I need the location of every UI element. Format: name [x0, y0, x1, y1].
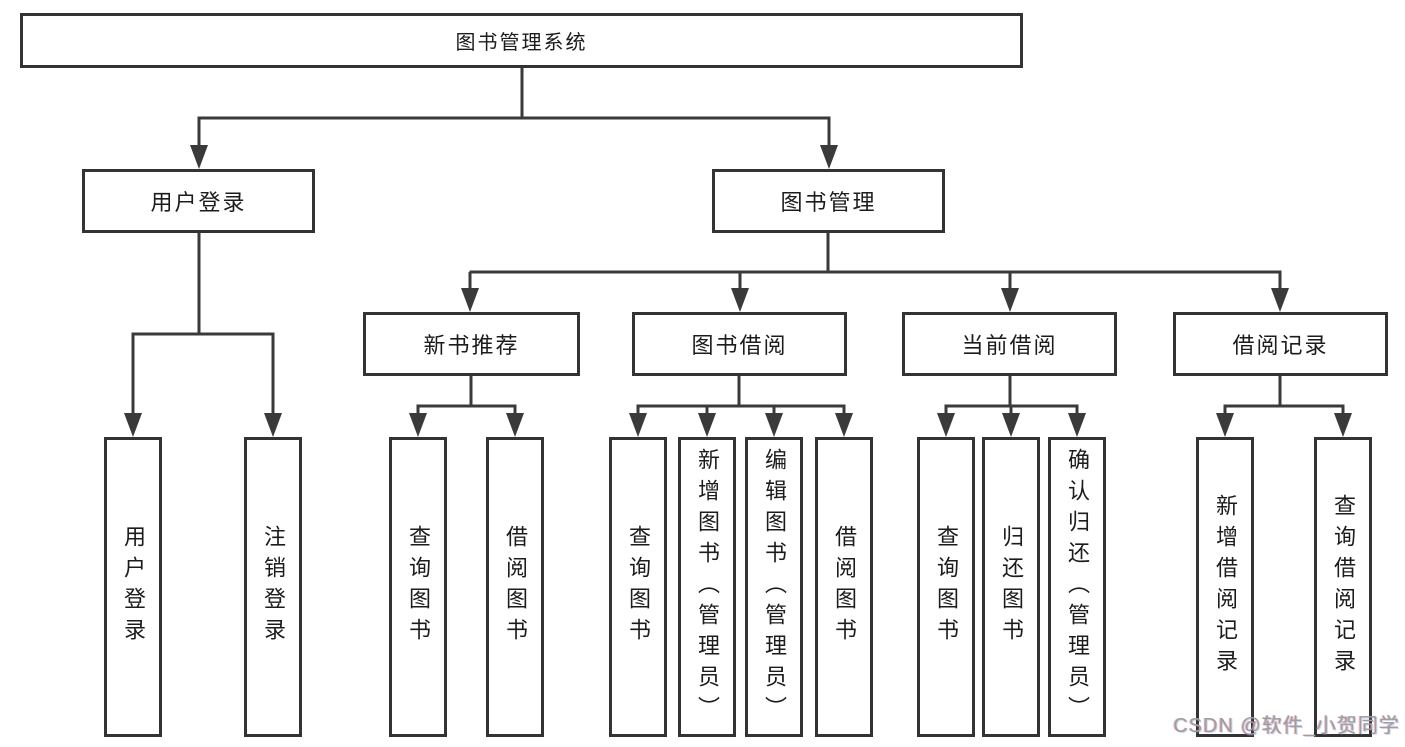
node-label: 归还图书 [999, 525, 1024, 649]
node-label: 编辑图书（管理员） [762, 447, 787, 727]
leaf-borrow-books: 借阅图书 [815, 437, 873, 737]
leaf-return-books: 归还图书 [982, 437, 1040, 737]
node-label: 新增图书（管理员） [695, 447, 720, 727]
node-user-login: 用户登录 [82, 169, 315, 233]
node-label: 新增借阅记录 [1213, 494, 1238, 680]
leaf-user-login: 用户登录 [104, 437, 162, 737]
node-label: 新书推荐 [423, 333, 520, 358]
node-label: 确认归还（管理员） [1065, 447, 1090, 727]
node-label: 查询图书 [406, 525, 431, 649]
node-label: 用户登录 [121, 525, 146, 649]
node-label: 当前借阅 [961, 333, 1058, 358]
node-label: 借阅记录 [1232, 333, 1329, 358]
node-label: 图书管理系统 [455, 32, 588, 54]
leaf-recommend-borrow-books: 借阅图书 [486, 437, 544, 737]
leaf-add-borrow-record: 新增借阅记录 [1196, 437, 1254, 737]
node-label: 注销登录 [261, 525, 286, 649]
leaf-confirm-return-admin: 确认归还（管理员） [1048, 437, 1106, 737]
node-label: 借阅图书 [503, 525, 528, 649]
leaf-recommend-query-books: 查询图书 [389, 437, 447, 737]
node-label: 查询借阅记录 [1331, 494, 1356, 680]
leaf-borrow-query-books: 查询图书 [609, 437, 667, 737]
node-label: 图书借阅 [691, 333, 788, 358]
node-book-borrowing: 图书借阅 [632, 312, 847, 376]
node-label: 查询图书 [934, 525, 959, 649]
node-new-book-recommend: 新书推荐 [363, 312, 580, 376]
node-current-borrowing: 当前借阅 [902, 312, 1117, 376]
leaf-current-query-books: 查询图书 [917, 437, 975, 737]
node-book-management: 图书管理 [712, 169, 945, 233]
arrowheads [124, 145, 1352, 437]
leaf-add-books-admin: 新增图书（管理员） [678, 437, 736, 737]
node-label: 查询图书 [626, 525, 651, 649]
node-borrowing-records: 借阅记录 [1173, 312, 1388, 376]
node-library-management-system: 图书管理系统 [20, 13, 1023, 68]
connector-paths [131, 68, 1345, 415]
leaf-query-borrow-record: 查询借阅记录 [1314, 437, 1372, 737]
leaf-edit-books-admin: 编辑图书（管理员） [745, 437, 803, 737]
node-label: 图书管理 [780, 190, 877, 215]
watermark: CSDN @软件_小贺同学 [1173, 715, 1400, 737]
node-label: 借阅图书 [832, 525, 857, 649]
node-label: 用户登录 [150, 190, 247, 215]
leaf-logout: 注销登录 [244, 437, 302, 737]
